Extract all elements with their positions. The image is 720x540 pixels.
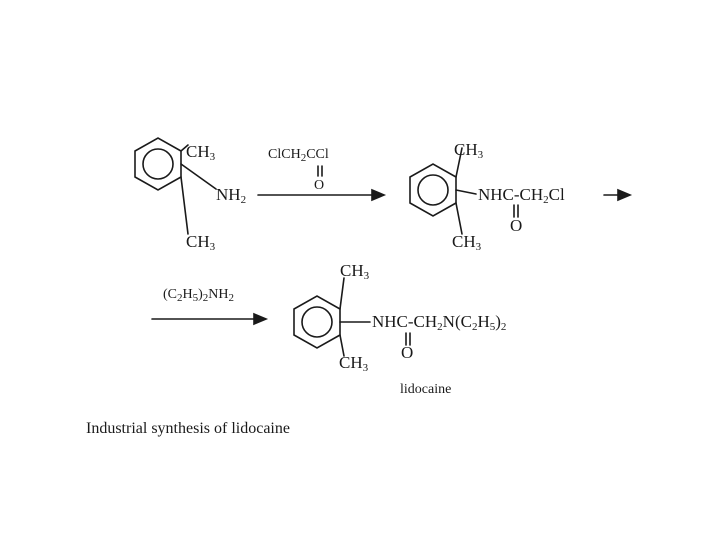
product-benzene-ring — [293, 295, 341, 349]
arrow-2-head — [617, 188, 633, 202]
sm-bond-amine — [180, 163, 217, 190]
reagent-1-carbonyl-o: O — [314, 178, 325, 193]
product-name-label: lidocaine — [400, 382, 452, 397]
intermediate-bond-amide — [455, 189, 477, 195]
product-bond-methyl-bottom — [339, 334, 345, 357]
sm-methyl-top-label: CH3 — [186, 142, 216, 163]
sm-benzene-ring — [134, 137, 182, 191]
intermediate-carbonyl-o: O — [510, 216, 523, 235]
reagent-2-formula: (C2H5)2NH2 — [163, 287, 235, 304]
intermediate-benzene-ring — [409, 163, 457, 217]
product-methyl-bottom-label: CH3 — [339, 353, 369, 374]
figure-caption: Industrial synthesis of lidocaine — [86, 420, 290, 437]
arrow-1-head — [371, 188, 387, 202]
sm-amine-label: NH2 — [216, 185, 247, 206]
arrow-3-head — [253, 312, 269, 326]
intermediate-bond-methyl-top — [455, 147, 463, 178]
product-bond-methyl-top — [339, 277, 345, 310]
sm-bond-methyl-bottom — [180, 176, 189, 235]
intermediate-bond-methyl-bottom — [455, 202, 463, 235]
intermediate-chain-label: NHC-CH2Cl — [478, 185, 565, 206]
product-carbonyl-o: O — [401, 343, 414, 362]
reagent-1-formula: ClCH2CCl — [268, 147, 329, 164]
intermediate-methyl-top-label: CH3 — [454, 140, 484, 161]
sm-methyl-bottom-label: CH3 — [186, 232, 216, 253]
intermediate-methyl-bottom-label: CH3 — [452, 232, 482, 253]
product-chain-label: NHC-CH2N(C2H5)2 — [372, 312, 507, 333]
sm-bond-methyl-top — [180, 144, 189, 152]
product-methyl-top-label: CH3 — [340, 261, 370, 282]
